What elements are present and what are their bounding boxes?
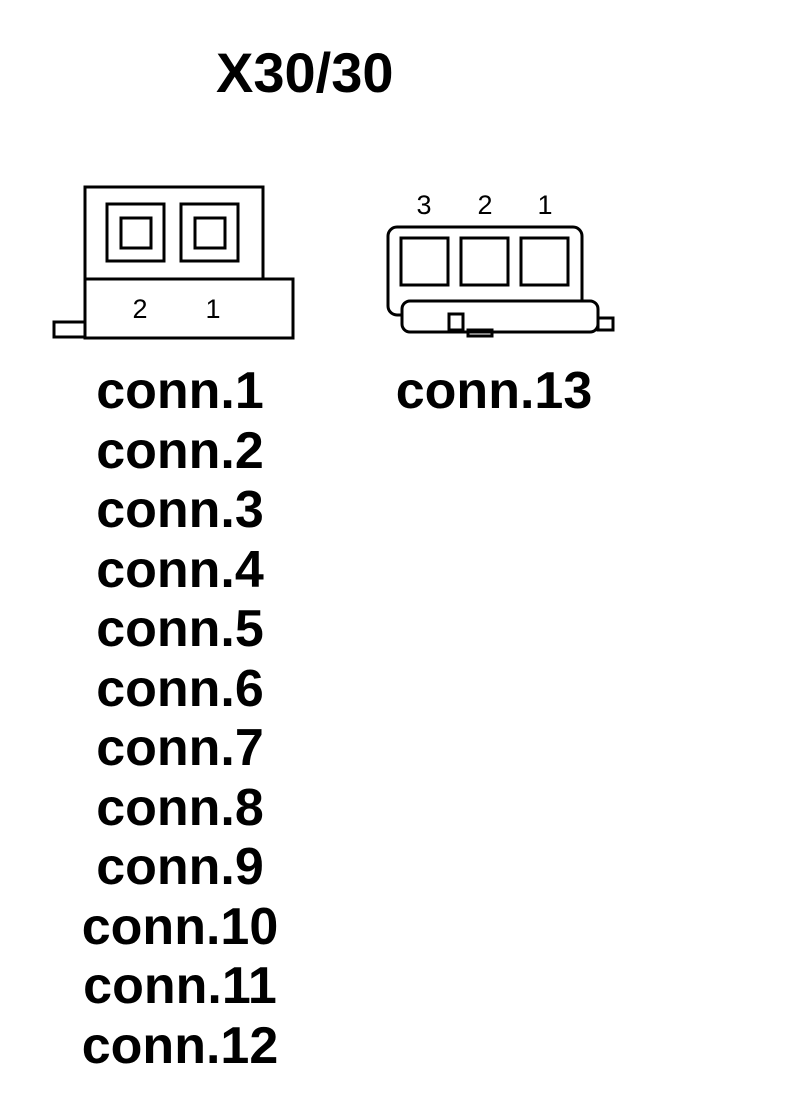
right-connector-key-foot: [466, 328, 494, 338]
connection-label: conn.11: [83, 957, 277, 1015]
left-connector-latch-tab: [52, 320, 87, 339]
left-connector-pin-1-inner: [193, 216, 227, 250]
right-connector-pin-1-cavity: [519, 236, 570, 287]
right-connector-key: [447, 312, 465, 332]
left-pin-label-1: 1: [205, 294, 220, 324]
connection-label: conn.12: [81, 1016, 279, 1075]
connection-label: conn.10: [81, 897, 279, 956]
right-connector-latch-bar: [400, 299, 600, 334]
right-connector-pin-2-cavity: [459, 236, 510, 287]
left-connection-list: conn.1 conn.2 conn.3 conn.4 conn.5 conn.…: [60, 362, 300, 1076]
diagram-title: X30/30: [216, 41, 394, 104]
left-connector-pin-1-cavity: [179, 202, 240, 263]
right-pin-label-2: 2: [477, 190, 492, 220]
left-connector-upper-housing: [83, 185, 265, 281]
connection-label: conn.3: [96, 481, 264, 539]
connection-label: conn.7: [96, 719, 264, 777]
right-connector-ear: [596, 316, 615, 332]
right-connection-label: conn.13: [395, 362, 593, 420]
connector-drawings: 2 1 3 2 1: [52, 185, 615, 340]
left-connector-lower-body: [83, 277, 295, 340]
connection-label: conn.9: [96, 838, 264, 896]
connector-left-2pin: [52, 185, 295, 340]
left-connector-pin-2-cavity: [105, 202, 166, 263]
connection-label: conn.8: [96, 778, 264, 837]
right-pin-label-1: 1: [537, 190, 552, 220]
left-pin-label-2: 2: [132, 294, 147, 324]
left-connector-pin-2-inner: [119, 216, 153, 250]
connection-label: conn.1: [96, 362, 264, 420]
connection-label: conn.5: [96, 600, 264, 658]
connector-right-3pin: [386, 225, 615, 338]
connection-label: conn.6: [96, 659, 264, 718]
right-connector-pin-3-cavity: [399, 236, 450, 287]
connection-label: conn.4: [96, 540, 264, 599]
right-pin-label-3: 3: [416, 190, 431, 220]
connection-label: conn.2: [96, 421, 264, 480]
